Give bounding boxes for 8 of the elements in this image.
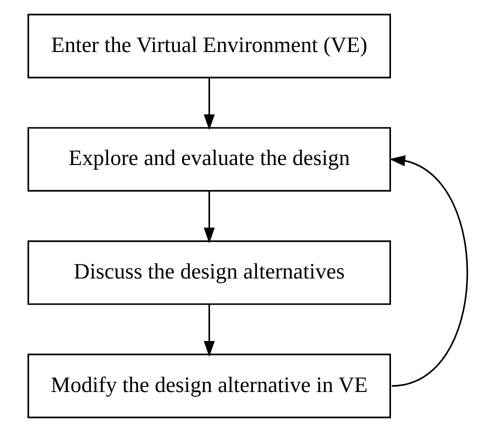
arrow	[203, 304, 214, 357]
node-box: Enter the Virtual Environment (VE)	[27, 14, 390, 78]
node-box: Modify the design alternative in VE	[27, 354, 390, 418]
node-box: Explore and evaluate the design	[27, 127, 390, 192]
node-box: Discuss the design alternatives	[27, 240, 390, 305]
arrow	[203, 191, 214, 244]
arrow	[388, 155, 468, 387]
arrow	[203, 78, 214, 130]
